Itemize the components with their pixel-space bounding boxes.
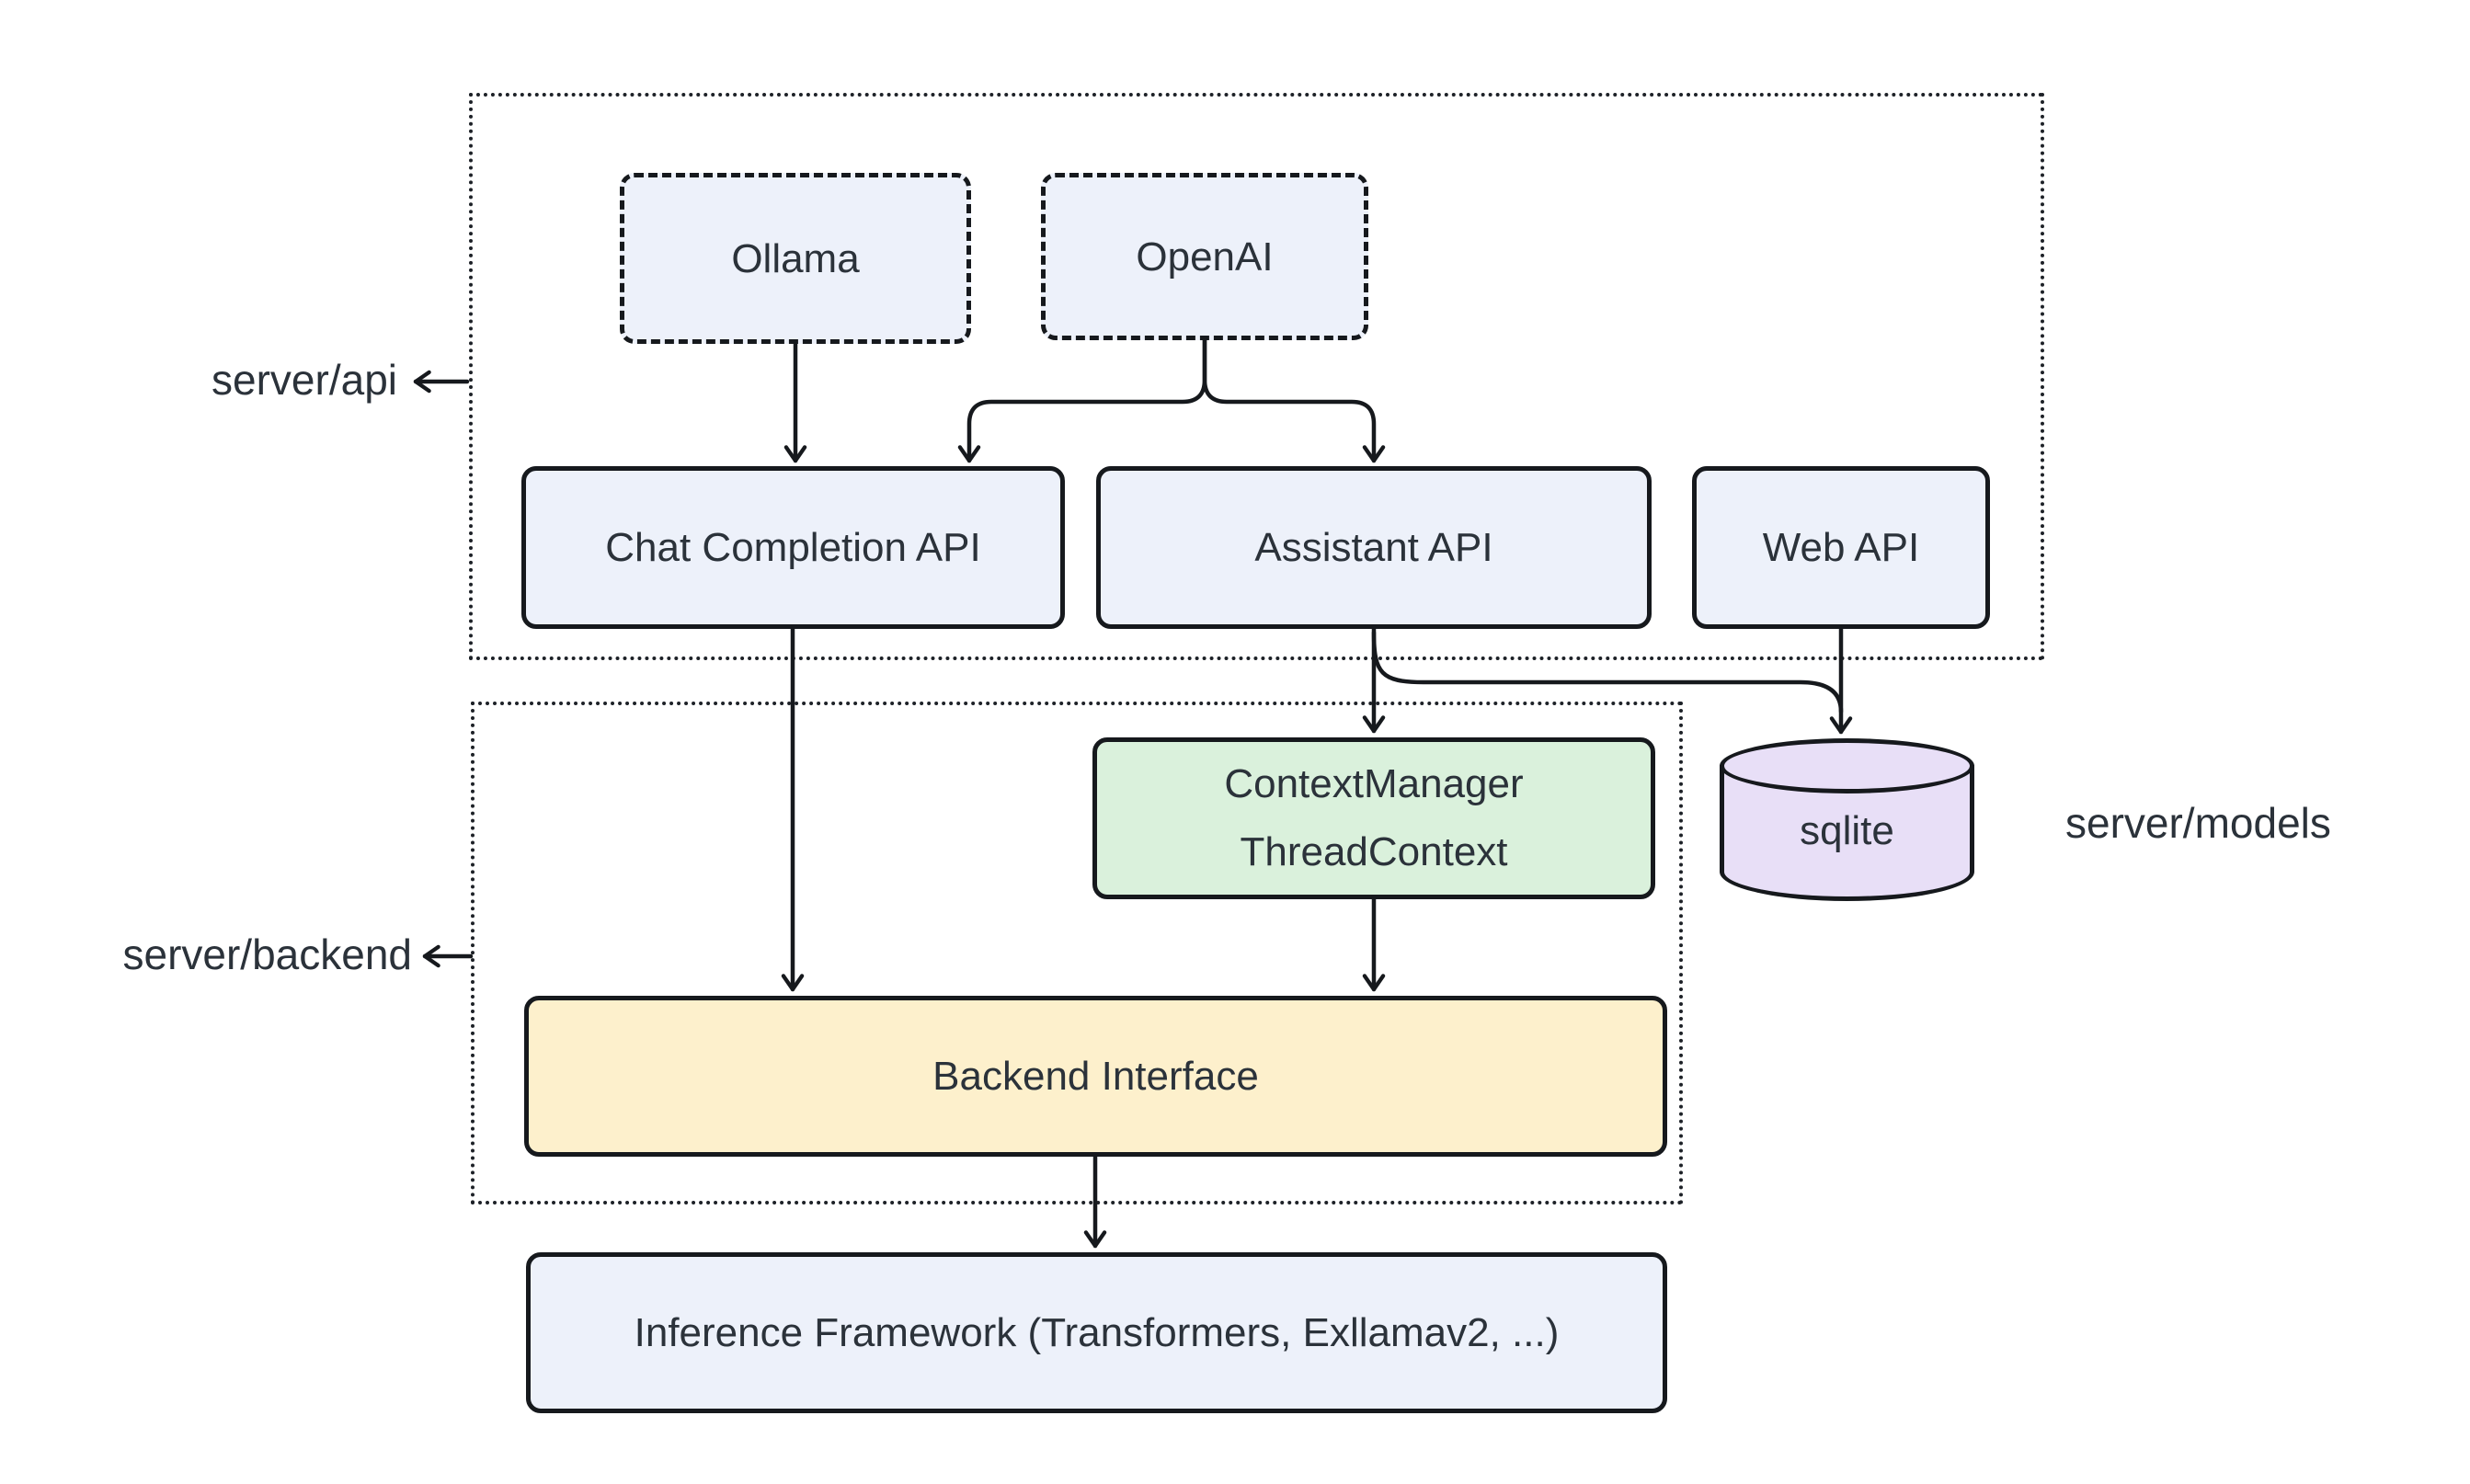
node-sqlite-label: sqlite (1800, 807, 1894, 853)
node-sqlite-cylinder-top (1720, 738, 1974, 793)
server-backend-group-border (471, 702, 1683, 1204)
node-assistant-api: Assistant API (1096, 466, 1652, 629)
node-web-api-label: Web API (1762, 525, 1920, 570)
node-inference-framework-label: Inference Framework (Transformers, Exlla… (634, 1310, 1560, 1355)
node-context-manager: ContextManager ThreadContext (1092, 737, 1655, 899)
node-chat-completion-api: Chat Completion API (521, 466, 1065, 629)
node-web-api: Web API (1692, 466, 1990, 629)
node-assistant-api-label: Assistant API (1254, 525, 1493, 570)
node-ollama-label: Ollama (731, 235, 860, 281)
server-backend-group-label: server/backend (122, 930, 413, 978)
node-inference-framework: Inference Framework (Transformers, Exlla… (526, 1252, 1667, 1413)
node-openai-label: OpenAI (1136, 234, 1274, 280)
node-openai: OpenAI (1041, 173, 1368, 340)
node-context-manager-label-line1: ContextManager (1224, 761, 1524, 807)
node-backend-interface: Backend Interface (524, 996, 1667, 1157)
server-api-group-border (469, 93, 2044, 660)
node-backend-interface-label: Backend Interface (932, 1054, 1259, 1099)
node-context-manager-label-line2: ThreadContext (1240, 829, 1508, 874)
server-models-label: server/models (2065, 799, 2331, 847)
node-ollama: Ollama (620, 173, 971, 344)
node-chat-completion-api-label: Chat Completion API (605, 525, 981, 570)
server-api-group-label: server/api (212, 356, 397, 404)
